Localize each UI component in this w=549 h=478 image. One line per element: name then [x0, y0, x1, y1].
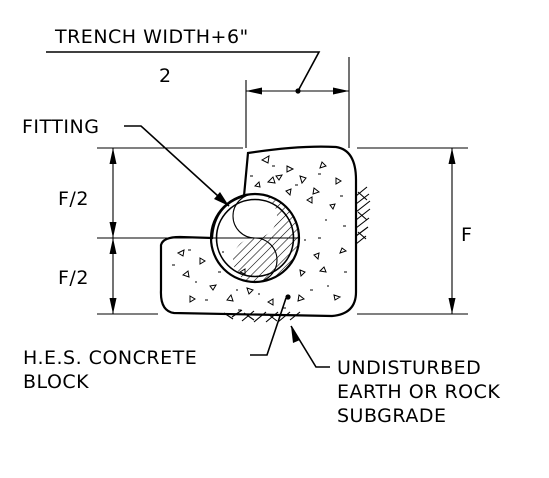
trench-width-divisor: 2 [159, 65, 172, 87]
arrow-top [109, 148, 117, 164]
arrow-mid-up [109, 222, 117, 238]
earth-leader-arrow [291, 326, 300, 343]
fitting-leader [124, 125, 230, 207]
concrete-leader [250, 297, 287, 356]
arrow-mid-down [109, 238, 117, 254]
earth-label-line2: EARTH OR ROCK [337, 381, 500, 403]
f-label: F [461, 224, 472, 246]
pipe-fitting [209, 192, 301, 284]
concrete-block-outline [159, 145, 358, 318]
fitting-hatch [233, 194, 299, 282]
arrow-f-bottom [448, 298, 456, 314]
f-dimension: F [357, 147, 472, 315]
arrow-bottom [109, 298, 117, 314]
earth-leader [290, 325, 330, 368]
concrete-callout: H.E.S. CONCRETE BLOCK [23, 297, 287, 393]
arrow-f-top [448, 148, 456, 164]
fitting-inner-circle [215, 198, 295, 278]
trench-width-label: TRENCH WIDTH+6" [54, 26, 249, 48]
half-f-upper-label: F/2 [58, 188, 89, 210]
arrow-right [333, 87, 349, 95]
concrete-label-line2: BLOCK [23, 371, 89, 393]
undisturbed-earth-hatch [223, 186, 371, 323]
half-f-dimensions: F/2 F/2 [58, 147, 300, 315]
trench-width-dimension: TRENCH WIDTH+6" 2 [46, 26, 350, 148]
half-f-lower-label: F/2 [58, 267, 89, 289]
fitting-leader-arrow [214, 192, 229, 206]
trench-width-leader [292, 51, 321, 92]
earth-callout: UNDISTURBED EARTH OR ROCK SUBGRADE [290, 325, 500, 427]
earth-label-line1: UNDISTURBED [337, 357, 481, 379]
fitting-label: FITTING [22, 116, 99, 138]
fitting-outer-circle [209, 192, 301, 284]
arrow-left [246, 87, 262, 95]
concrete-label-line1: H.E.S. CONCRETE [23, 347, 197, 369]
earth-label-line3: SUBGRADE [337, 405, 446, 427]
fitting-callout: FITTING [22, 116, 230, 207]
concrete-block [159, 145, 358, 318]
